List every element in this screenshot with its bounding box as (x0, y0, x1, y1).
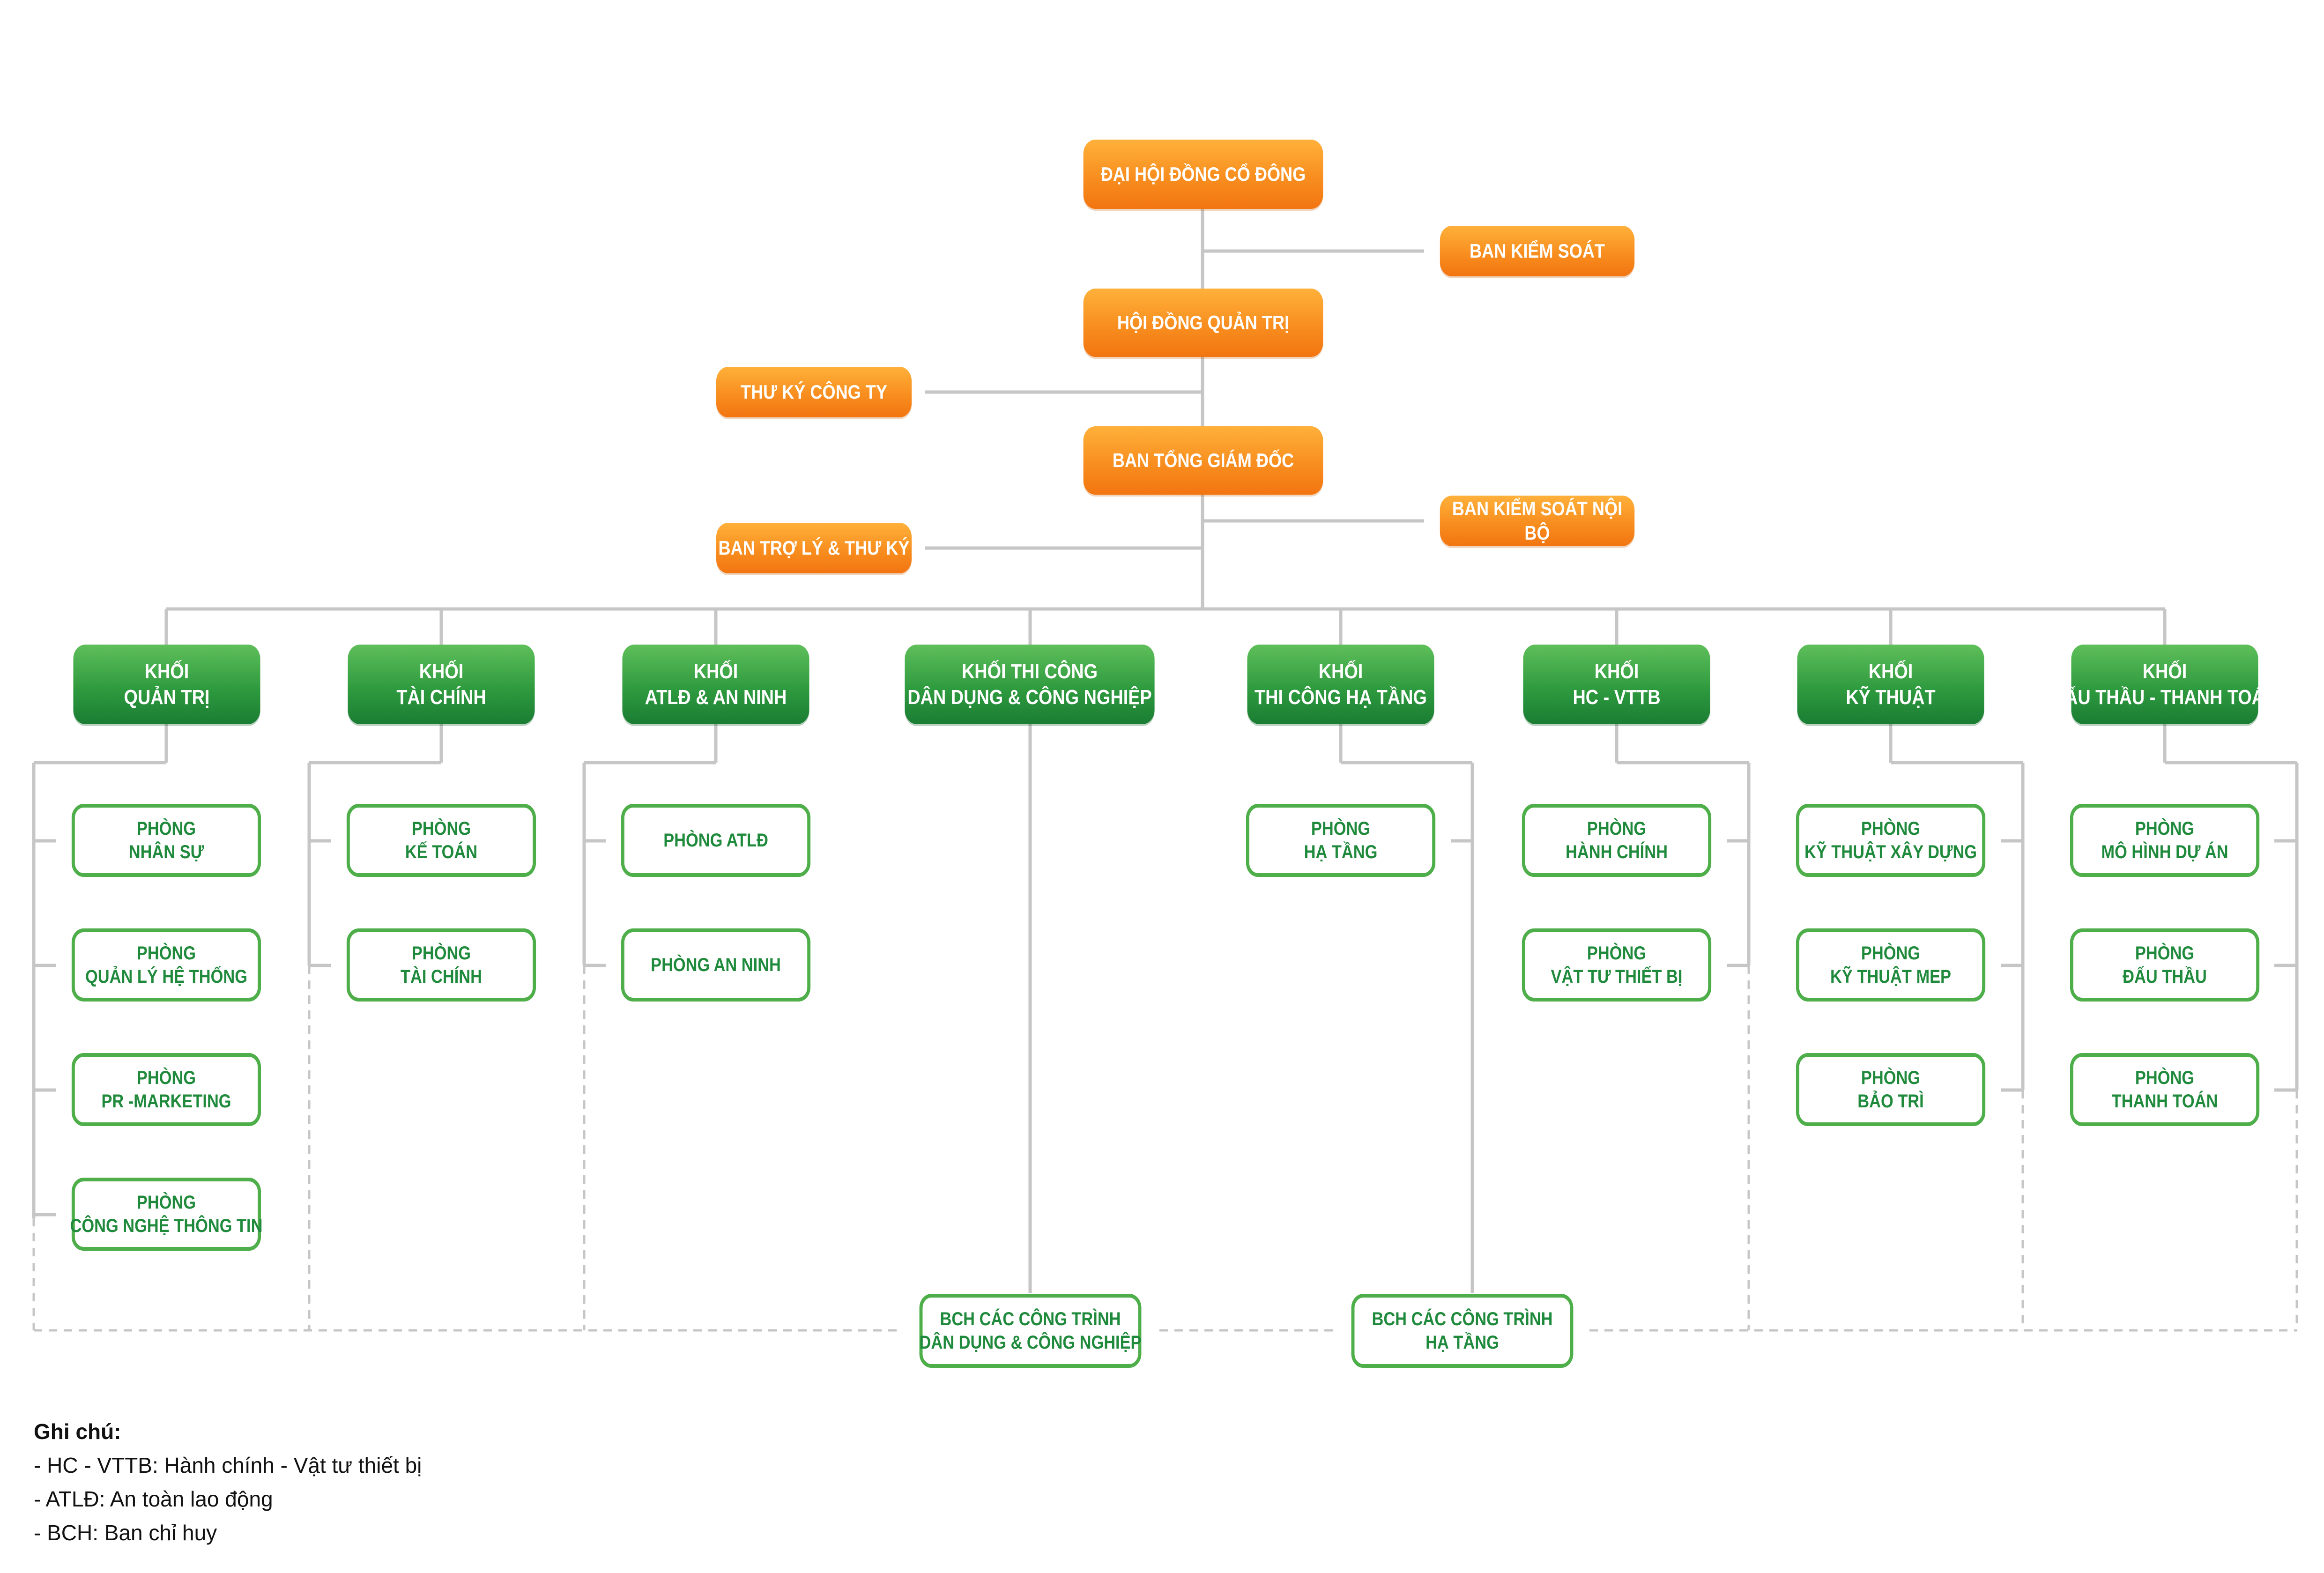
shareholders-meeting-box[interactable]: ĐẠI HỘI ĐỒNG CỔ ĐÔNG (1083, 140, 1323, 209)
dept-line1: PHÒNG (1311, 818, 1371, 839)
company-secretary-box[interactable]: THƯ KÝ CÔNG TY (716, 367, 912, 417)
block-line2: QUẢN TRỊ (124, 686, 210, 709)
dept-line1: PHÒNG (2135, 1068, 2195, 1088)
assistants-secretary-box[interactable]: BAN TRỢ LÝ & THƯ KÝ (716, 523, 912, 573)
dept-line2: PR -MARKETING (101, 1091, 231, 1112)
shareholders-meeting-label: ĐẠI HỘI ĐỒNG CỔ ĐÔNG (1100, 163, 1306, 185)
dept-line1: PHÒNG (1587, 943, 1647, 964)
dept-line1: PHÒNG (1861, 1068, 1921, 1088)
dept-information-technology[interactable]: PHÒNG CÔNG NGHỆ THÔNG TIN (70, 1178, 263, 1251)
dept-line1: PHÒNG (1861, 943, 1921, 964)
block-safety-security[interactable]: KHỐI ATLĐ & AN NINH (622, 645, 809, 724)
dept-line2: HÀNH CHÍNH (1566, 842, 1668, 862)
dept-line1: PHÒNG (136, 943, 196, 964)
dept-line2: ĐẤU THẦU (2123, 966, 2207, 987)
dept-labor-safety[interactable]: PHÒNG ATLĐ (621, 804, 811, 877)
block-admin-materials[interactable]: KHỐI HC - VTTB (1523, 645, 1710, 724)
block-line1: KHỐI (419, 660, 464, 683)
block-civil-industrial-construction[interactable]: KHỐI THI CÔNG DÂN DỤNG & CÔNG NGHIỆP (905, 645, 1155, 724)
dept-payment[interactable]: PHÒNG THANH TOÁN (2070, 1053, 2260, 1126)
dept-system-management[interactable]: PHÒNG QUẢN LÝ HỆ THỐNG (71, 928, 261, 1002)
supervisory-board-box[interactable]: BAN KIỂM SOÁT (1440, 226, 1635, 276)
dept-line2: HẠ TẦNG (1304, 842, 1378, 862)
dept-line1: PHÒNG (2135, 943, 2195, 964)
block-line1: KHỐI (144, 660, 189, 683)
site-line2: HẠ TẦNG (1426, 1332, 1499, 1353)
site-line1: BCH CÁC CÔNG TRÌNH (1372, 1309, 1553, 1329)
dept-human-resources[interactable]: PHÒNG NHÂN SỰ (71, 804, 261, 877)
dept-project-modeling[interactable]: PHÒNG MÔ HÌNH DỰ ÁN (2070, 804, 2260, 877)
dept-line1: PHÒNG (411, 818, 471, 839)
notes-heading: Ghi chú: (34, 1419, 121, 1444)
supervisory-board-label: BAN KIỂM SOÁT (1470, 239, 1605, 262)
dept-line1: PHÒNG (136, 1192, 196, 1213)
dept-construction-engineering[interactable]: PHÒNG KỸ THUẬT XÂY DỰNG (1796, 804, 1986, 877)
dept-line2: QUẢN LÝ HỆ THỐNG (85, 966, 247, 987)
dept-line2: BẢO TRÌ (1857, 1091, 1924, 1112)
dept-security[interactable]: PHÒNG AN NINH (621, 928, 811, 1002)
dept-line2: VẬT TƯ THIẾT BỊ (1551, 966, 1683, 987)
dept-administration[interactable]: PHÒNG HÀNH CHÍNH (1522, 804, 1712, 877)
dept-line1: PHÒNG (2135, 818, 2195, 839)
dept-line1: PHÒNG ATLĐ (663, 830, 768, 851)
block-line2: ĐẤU THẦU - THANH TOÁN (2052, 686, 2278, 709)
block-line2: HC - VTTB (1573, 686, 1661, 709)
dept-line2: NHÂN SỰ (128, 842, 204, 862)
executive-board-box[interactable]: BAN TỔNG GIÁM ĐỐC (1083, 426, 1323, 495)
dept-line2: KẾ TOÁN (405, 842, 478, 862)
dept-line2: THANH TOÁN (2111, 1091, 2218, 1112)
assistants-secretary-label: BAN TRỢ LÝ & THƯ KÝ (718, 536, 910, 559)
dept-line1: PHÒNG (1587, 818, 1647, 839)
dept-accounting[interactable]: PHÒNG KẾ TOÁN (346, 804, 536, 877)
block-line2: TÀI CHÍNH (396, 686, 486, 709)
block-infrastructure-construction[interactable]: KHỐI THI CÔNG HẠ TẦNG (1247, 645, 1434, 724)
block-line1: KHỐI (693, 660, 738, 683)
block-engineering[interactable]: KHỐI KỸ THUẬT (1797, 645, 1984, 724)
block-administration[interactable]: KHỐI QUẢN TRỊ (73, 645, 260, 724)
dept-line1: PHÒNG AN NINH (651, 955, 781, 975)
site-line1: BCH CÁC CÔNG TRÌNH (940, 1309, 1121, 1329)
notes-legend: Ghi chú: - HC - VTTB: Hành chính - Vật t… (34, 1415, 422, 1550)
dept-pr-marketing[interactable]: PHÒNG PR -MARKETING (71, 1053, 261, 1126)
dept-finance[interactable]: PHÒNG TÀI CHÍNH (346, 928, 536, 1002)
site-line2: DÂN DỤNG & CÔNG NGHIỆP (919, 1332, 1142, 1353)
dept-line2: KỸ THUẬT MEP (1830, 966, 1951, 987)
board-of-directors-box[interactable]: HỘI ĐỒNG QUẢN TRỊ (1083, 289, 1323, 357)
dept-line2: CÔNG NGHỆ THÔNG TIN (70, 1216, 263, 1236)
executive-board-label: BAN TỔNG GIÁM ĐỐC (1112, 449, 1294, 471)
dept-infrastructure[interactable]: PHÒNG HẠ TẦNG (1246, 804, 1436, 877)
internal-control-box[interactable]: BAN KIỂM SOÁT NỘI BỘ (1440, 496, 1635, 546)
dept-mep-engineering[interactable]: PHÒNG KỸ THUẬT MEP (1796, 928, 1986, 1002)
block-finance[interactable]: KHỐI TÀI CHÍNH (348, 645, 535, 724)
dept-line1: PHÒNG (136, 818, 196, 839)
block-line1: KHỐI (2142, 660, 2187, 683)
block-line1: KHỐI THI CÔNG (961, 660, 1098, 683)
block-line2: THI CÔNG HẠ TẦNG (1255, 686, 1427, 709)
note-item: - HC - VTTB: Hành chính - Vật tư thiết b… (34, 1453, 422, 1477)
dept-materials-equipment[interactable]: PHÒNG VẬT TƯ THIẾT BỊ (1522, 928, 1712, 1002)
block-line2: KỸ THUẬT (1846, 686, 1936, 709)
dept-line1: PHÒNG (136, 1068, 196, 1088)
block-line1: KHỐI (1594, 660, 1639, 683)
dept-line2: TÀI CHÍNH (401, 966, 482, 987)
dept-line1: PHÒNG (1861, 818, 1921, 839)
dept-line1: PHÒNG (411, 943, 471, 964)
dept-bidding[interactable]: PHÒNG ĐẤU THẦU (2070, 928, 2260, 1002)
dept-line2: KỸ THUẬT XÂY DỰNG (1804, 842, 1977, 862)
block-line2: ATLĐ & AN NINH (645, 686, 787, 709)
block-line1: KHỐI (1868, 660, 1913, 683)
block-line2: DÂN DỤNG & CÔNG NGHIỆP (907, 686, 1152, 709)
site-command-infrastructure[interactable]: BCH CÁC CÔNG TRÌNH HẠ TẦNG (1351, 1294, 1574, 1368)
internal-control-label: BAN KIỂM SOÁT NỘI BỘ (1452, 497, 1623, 544)
note-item: - BCH: Ban chỉ huy (34, 1521, 217, 1545)
block-bidding-payment[interactable]: KHỐI ĐẤU THẦU - THANH TOÁN (2052, 645, 2277, 724)
dept-line2: MÔ HÌNH DỰ ÁN (2101, 842, 2228, 862)
board-of-directors-label: HỘI ĐỒNG QUẢN TRỊ (1117, 311, 1290, 334)
dept-maintenance[interactable]: PHÒNG BẢO TRÌ (1796, 1053, 1986, 1126)
site-command-civil-industrial[interactable]: BCH CÁC CÔNG TRÌNH DÂN DỤNG & CÔNG NGHIỆ… (919, 1294, 1142, 1368)
company-secretary-label: THƯ KÝ CÔNG TY (741, 380, 887, 403)
note-item: - ATLĐ: An toàn lao động (34, 1487, 273, 1511)
block-line1: KHỐI (1318, 660, 1363, 683)
